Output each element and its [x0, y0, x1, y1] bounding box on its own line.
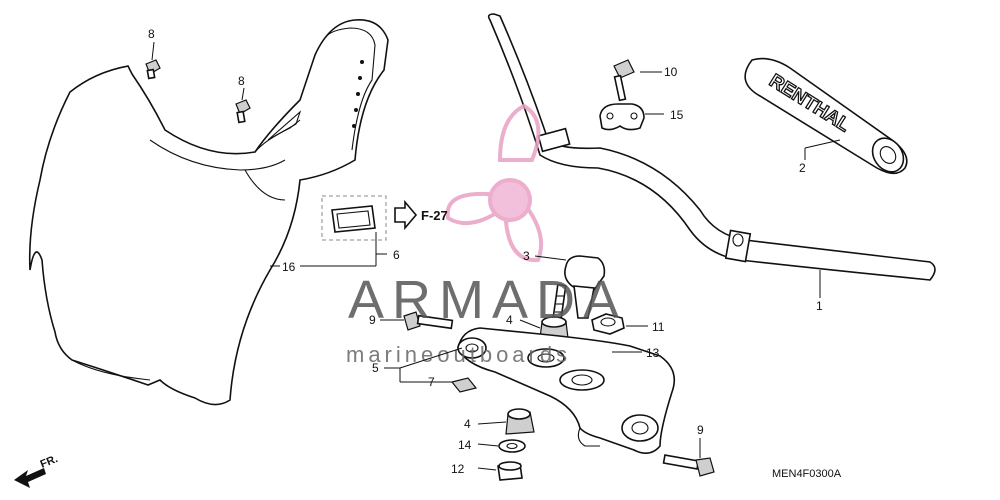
callout-13: 13: [646, 346, 660, 360]
bolt-8b: [235, 99, 251, 124]
rubber-4-lower: [505, 408, 535, 435]
bolt-9-right: [662, 454, 715, 477]
callout-14: 14: [458, 438, 472, 452]
reference-arrow: [394, 199, 418, 231]
nut-7: [450, 377, 478, 393]
plate-clip: [321, 195, 387, 241]
callout-11: 11: [652, 320, 665, 334]
nut-12: [497, 461, 523, 481]
callout-8a: 8: [148, 27, 155, 41]
handlebar-pad: RENTHAL: [744, 57, 908, 175]
number-plate: [28, 19, 389, 406]
callout-4b: 4: [464, 417, 471, 431]
callout-12: 12: [451, 462, 465, 476]
diagram-code: MEN4F0300A: [772, 468, 842, 480]
callout-9a: 9: [369, 313, 376, 327]
callout-3: 3: [523, 249, 530, 263]
upper-clamp: [599, 103, 645, 131]
bolt-9-left: [403, 311, 454, 331]
callout-6: 6: [393, 248, 400, 262]
watermark: ARMADA marineoutboards: [346, 103, 627, 367]
leader-lines: [151, 41, 841, 471]
callout-15: 15: [670, 108, 684, 122]
strap-holes: [352, 60, 364, 128]
reference-label: F-27: [421, 208, 448, 223]
callout-8b: 8: [238, 74, 245, 88]
washer-14: [498, 439, 526, 453]
callout-1: 1: [816, 299, 823, 313]
callout-10: 10: [664, 65, 678, 79]
bolt-10: [613, 59, 635, 102]
callout-9b: 9: [697, 423, 704, 437]
watermark-title: ARMADA: [348, 270, 627, 330]
bolt-8a: [145, 59, 161, 80]
nut-11: [591, 313, 625, 335]
front-label: FR.: [39, 453, 60, 471]
front-direction-marker: FR.: [14, 453, 60, 488]
handlebar: [487, 13, 936, 281]
callout-5: 5: [372, 361, 379, 375]
callout-4a: 4: [506, 313, 513, 327]
callout-2: 2: [799, 161, 806, 175]
watermark-subtitle: marineoutboards: [346, 342, 571, 367]
callouts: 8 8 6 16 10 15 2 3 1 9 4 11 13 5 7 4 14 …: [148, 27, 823, 476]
top-bridge: [457, 327, 676, 454]
callout-16: 16: [282, 260, 296, 274]
propeller-logo: [445, 103, 543, 263]
callout-7: 7: [428, 375, 435, 389]
